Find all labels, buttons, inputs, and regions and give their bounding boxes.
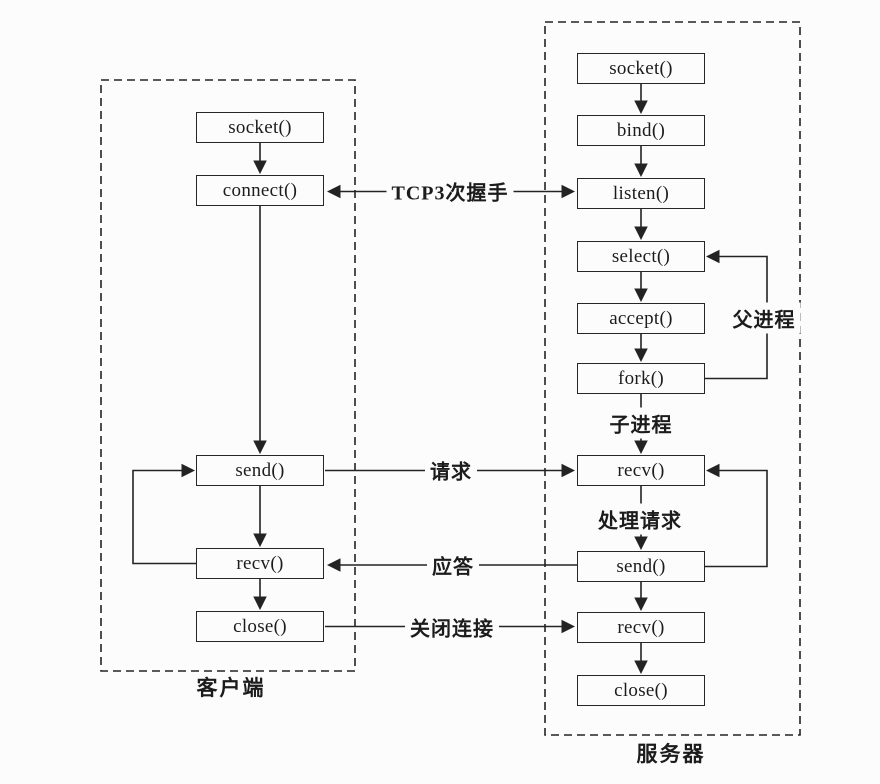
server-recv2-node: recv() <box>577 612 705 643</box>
response-label: 应答 <box>427 549 479 581</box>
client-boundary <box>100 79 356 672</box>
server-boundary <box>544 21 801 736</box>
server-bind-node: bind() <box>577 115 705 146</box>
child-process-label: 子进程 <box>604 407 678 439</box>
server-fork-node: fork() <box>577 363 705 394</box>
server-listen-node: listen() <box>577 178 705 209</box>
server-send-node: send() <box>577 551 705 582</box>
close-connection-label: 关闭连接 <box>405 611 499 643</box>
server-socket-node: socket() <box>577 53 705 84</box>
client-connect-node: connect() <box>196 175 324 206</box>
server-recv1-node: recv() <box>577 455 705 486</box>
client-region-label: 客户端 <box>196 676 266 700</box>
request-label: 请求 <box>425 454 477 486</box>
server-region-label: 服务器 <box>636 742 706 766</box>
parent-process-label: 父进程 <box>727 302 801 334</box>
server-close-node: close() <box>577 675 705 706</box>
server-select-node: select() <box>577 241 705 272</box>
tcp-handshake-label: TCP3次握手 <box>386 175 514 207</box>
edge-server-send-to-recv-loop <box>705 463 768 568</box>
client-recv-node: recv() <box>196 548 324 579</box>
client-close-node: close() <box>196 611 324 642</box>
server-accept-node: accept() <box>577 303 705 334</box>
handle-request-label: 处理请求 <box>593 503 687 535</box>
client-send-node: send() <box>196 455 324 486</box>
edge-client-recv-to-send-loop <box>132 463 196 565</box>
client-socket-node: socket() <box>196 112 324 143</box>
